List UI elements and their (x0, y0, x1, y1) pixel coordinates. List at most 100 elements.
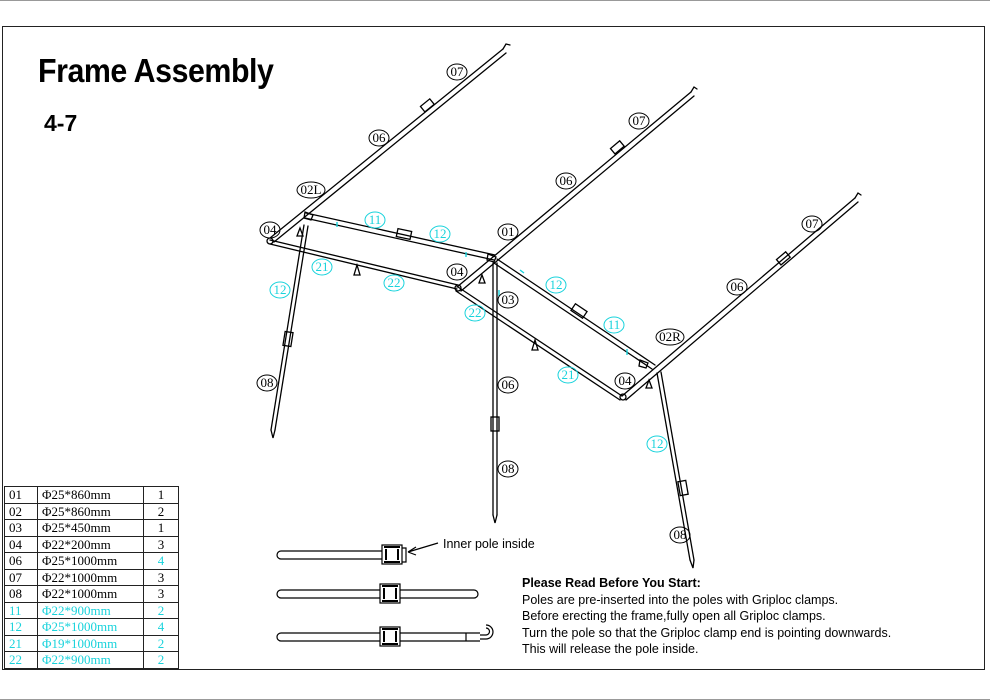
part-number: 08 (4, 585, 38, 603)
page-subtitle: 4-7 (44, 110, 78, 136)
label-04: 04 (451, 264, 465, 279)
label-04: 04 (619, 373, 633, 388)
part-quantity: 2 (143, 601, 179, 619)
label-12: 12 (434, 226, 447, 241)
label-01: 01 (502, 224, 515, 239)
label-12: 12 (651, 436, 664, 451)
detail-pole-hook (276, 624, 494, 647)
part-size: Φ25*1000mm (37, 552, 144, 570)
part-size: Φ25*860mm (37, 502, 144, 520)
griploc-clamp (775, 250, 792, 266)
label-22: 22 (388, 275, 401, 290)
part-quantity: 3 (143, 535, 179, 553)
inner-pole-callout: Inner pole inside (443, 537, 535, 551)
part-number: 22 (4, 651, 38, 669)
lower-pole-right (455, 286, 623, 401)
label-08: 08 (674, 527, 687, 542)
lower-pole-front (269, 239, 459, 290)
part-number: 03 (4, 519, 38, 537)
part-quantity: 4 (143, 618, 179, 636)
detail-pole-extended (276, 583, 479, 604)
label-06: 06 (560, 173, 574, 188)
instruction-line: This will release the pole inside. (522, 642, 699, 656)
part-quantity: 2 (143, 651, 179, 669)
top-edge-line (0, 0, 990, 1)
part-quantity: 3 (143, 585, 179, 603)
part-number: 02 (4, 502, 38, 520)
part-quantity: 1 (143, 486, 179, 504)
part-size: Φ25*1000mm (37, 618, 144, 636)
label-22: 22 (469, 305, 482, 320)
label-07: 07 (633, 113, 647, 128)
instructions-heading: Please Read Before You Start: (522, 576, 701, 590)
part-number: 12 (4, 618, 38, 636)
part-size: Φ19*1000mm (37, 634, 144, 652)
part-quantity: 2 (143, 634, 179, 652)
joint-04-middle (454, 284, 462, 292)
detail-pole-inner-inside (276, 542, 439, 565)
instructions: Please Read Before You Start: Poles are … (522, 575, 891, 658)
instruction-line: Before erecting the frame,fully open all… (522, 609, 826, 623)
joint-04-right (619, 393, 627, 401)
label-06: 06 (373, 130, 387, 145)
label-07: 07 (806, 216, 820, 231)
part-number: 04 (4, 535, 38, 553)
leg-right (656, 371, 695, 569)
label-02l: 02L (301, 182, 322, 197)
part-size: Φ22*1000mm (37, 585, 144, 603)
label-04: 04 (264, 222, 278, 237)
griploc-clamp (419, 97, 436, 113)
part-number: 21 (4, 634, 38, 652)
label-11: 11 (608, 317, 621, 332)
roof-pole-middle (456, 86, 698, 292)
part-size: Φ22*900mm (37, 601, 144, 619)
instruction-line: Poles are pre-inserted into the poles wi… (522, 592, 839, 607)
leg-left (270, 224, 309, 439)
label-12: 12 (550, 277, 563, 292)
part-quantity: 1 (143, 519, 179, 537)
label-11: 11 (369, 212, 382, 227)
part-number: 07 (4, 568, 38, 586)
part-number: 06 (4, 552, 38, 570)
label-06: 06 (731, 279, 745, 294)
drawing-frame (2, 26, 985, 670)
part-size: Φ22*200mm (37, 535, 144, 553)
label-12: 12 (274, 282, 287, 297)
label-21: 21 (562, 367, 575, 382)
part-quantity: 2 (143, 502, 179, 520)
label-06: 06 (502, 377, 516, 392)
arrow-icon (407, 542, 439, 556)
part-quantity: 3 (143, 568, 179, 586)
label-03: 03 (502, 292, 515, 307)
label-07: 07 (451, 64, 465, 79)
label-21: 21 (316, 259, 329, 274)
cross-pole-right (493, 258, 656, 370)
part-size: Φ22*1000mm (37, 568, 144, 586)
label-08: 08 (502, 461, 515, 476)
label-08: 08 (261, 375, 274, 390)
page-title: Frame Assembly (38, 52, 274, 89)
griploc-clamp (609, 139, 626, 155)
label-02r: 02R (659, 329, 681, 344)
part-number: 11 (4, 601, 38, 619)
part-size: Φ22*900mm (37, 651, 144, 669)
roof-pole-right (621, 192, 862, 401)
instruction-line: Turn the pole so that the Griploc clamp … (522, 625, 892, 640)
leg-middle (490, 262, 500, 524)
part-quantity: 4 (143, 552, 179, 570)
part-number: 01 (4, 486, 38, 504)
part-size: Φ25*450mm (37, 519, 144, 537)
